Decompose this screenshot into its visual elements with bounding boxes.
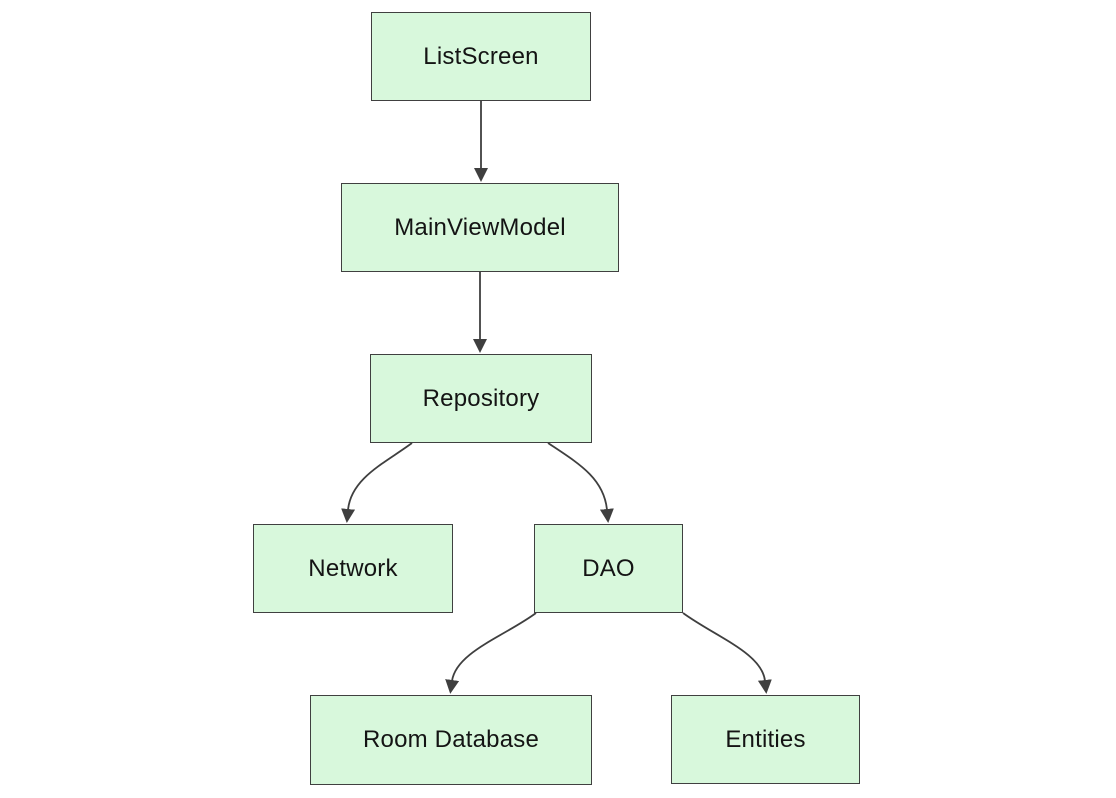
edge-repository-dao [547, 442, 614, 523]
node-roomdatabase-label: Room Database [362, 726, 540, 753]
node-mainviewmodel: MainViewModel [341, 183, 619, 272]
node-repository-label: Repository [422, 384, 540, 412]
node-dao: DAO [534, 524, 683, 613]
node-network: Network [253, 524, 453, 613]
edge-dao-entities [682, 612, 772, 694]
edge-dao-roomdatabase [445, 612, 537, 694]
node-repository: Repository [370, 354, 592, 443]
node-listscreen: ListScreen [371, 12, 591, 101]
node-dao-label: DAO [582, 554, 635, 582]
node-listscreen-label: ListScreen [423, 42, 539, 70]
node-entities-label: Entities [725, 725, 806, 753]
edge-repository-network [341, 442, 413, 523]
node-entities: Entities [671, 695, 860, 784]
node-roomdatabase: Room Database [310, 695, 592, 785]
node-mainviewmodel-label: MainViewModel [394, 213, 566, 241]
node-network-label: Network [308, 554, 398, 582]
